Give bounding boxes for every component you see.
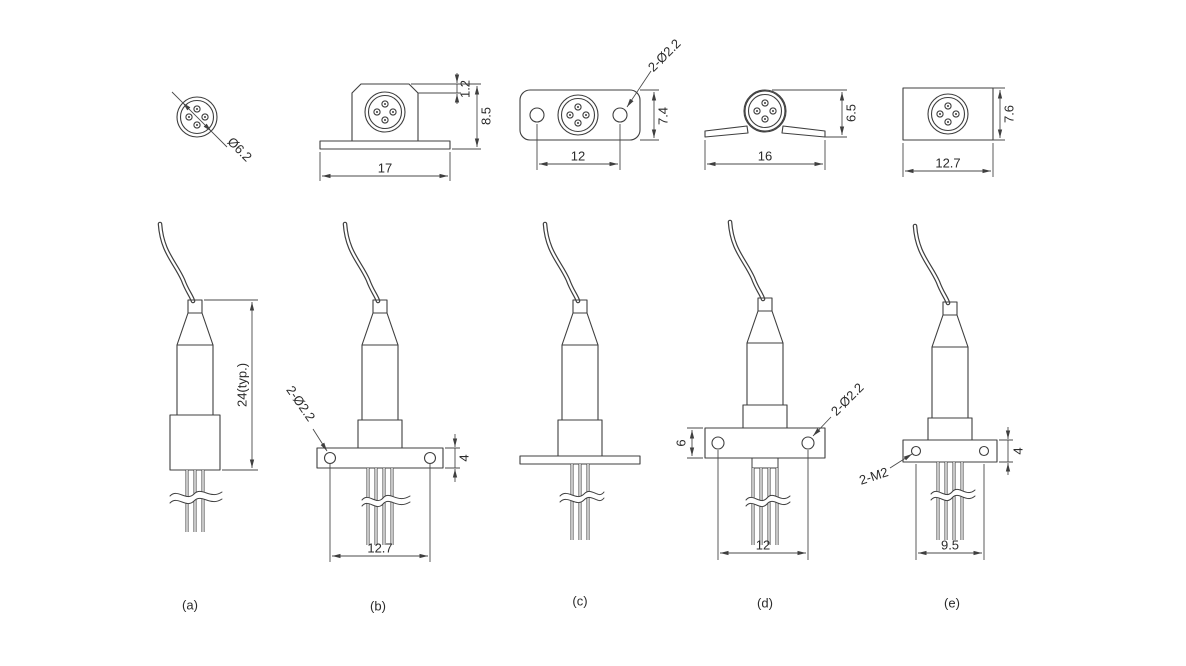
view-b-top: 1.2 8.5 17 — [319, 73, 493, 181]
dim-c-top-holes: 2-Ø2.2 — [645, 36, 684, 75]
dim-b-top-width: 17 — [378, 160, 392, 175]
view-e-side: 2-M2 4 9.5 — [857, 223, 1025, 560]
connector-face — [364, 91, 406, 133]
caption-a: (a) — [182, 597, 198, 612]
dim-c-top-hole-spacing: 12 — [571, 148, 585, 163]
dim-b-top-height: 8.5 — [478, 107, 493, 125]
dim-d-side-hole-spacing: 12 — [756, 537, 770, 552]
caption-e: (e) — [944, 595, 960, 610]
dim-d-side-flange-height: 6 — [673, 439, 688, 446]
dim-e-side-hole-spacing: 9.5 — [941, 537, 959, 552]
view-c-side — [519, 221, 641, 540]
dim-d-top-width: 16 — [758, 148, 772, 163]
dim-b-side-flange-thickness: 4 — [456, 454, 471, 461]
view-d-side: 6 2-Ø2.2 12 — [673, 219, 867, 560]
dim-a-top-diameter: Ø6.2 — [224, 134, 255, 165]
connector-face — [744, 90, 786, 132]
dim-e-top-width: 12.7 — [935, 155, 960, 170]
connector-face — [927, 93, 969, 135]
view-b-side: 2-Ø2.2 4 12.7 — [283, 221, 471, 562]
caption-c: (c) — [572, 593, 587, 608]
dim-b-side-hole-spacing: 12.7 — [367, 540, 392, 555]
dim-e-side-screws: 2-M2 — [857, 464, 890, 487]
caption-b: (b) — [370, 598, 386, 613]
view-a-top: Ø6.2 — [171, 91, 255, 165]
view-a-side: 24(typ.) — [157, 221, 258, 532]
view-e-top: 7.6 12.7 — [902, 87, 1016, 177]
dim-e-top-height: 7.6 — [1001, 105, 1016, 123]
dim-b-side-holes: 2-Ø2.2 — [283, 383, 318, 424]
dim-a-side-length: 24(typ.) — [234, 363, 249, 407]
dim-b-top-step: 1.2 — [457, 80, 472, 98]
dim-d-side-holes: 2-Ø2.2 — [828, 380, 867, 419]
view-d-top: 6.5 16 — [704, 89, 858, 170]
dim-c-top-height: 7.4 — [655, 107, 670, 125]
view-c-top: 2-Ø2.2 7.4 12 — [519, 36, 684, 170]
caption-d: (d) — [757, 595, 773, 610]
dim-e-side-flange-thickness: 4 — [1010, 447, 1025, 454]
captions: (a) (b) (c) (d) (e) — [182, 593, 960, 613]
connector-face — [557, 94, 599, 136]
dim-d-top-height: 6.5 — [843, 104, 858, 122]
